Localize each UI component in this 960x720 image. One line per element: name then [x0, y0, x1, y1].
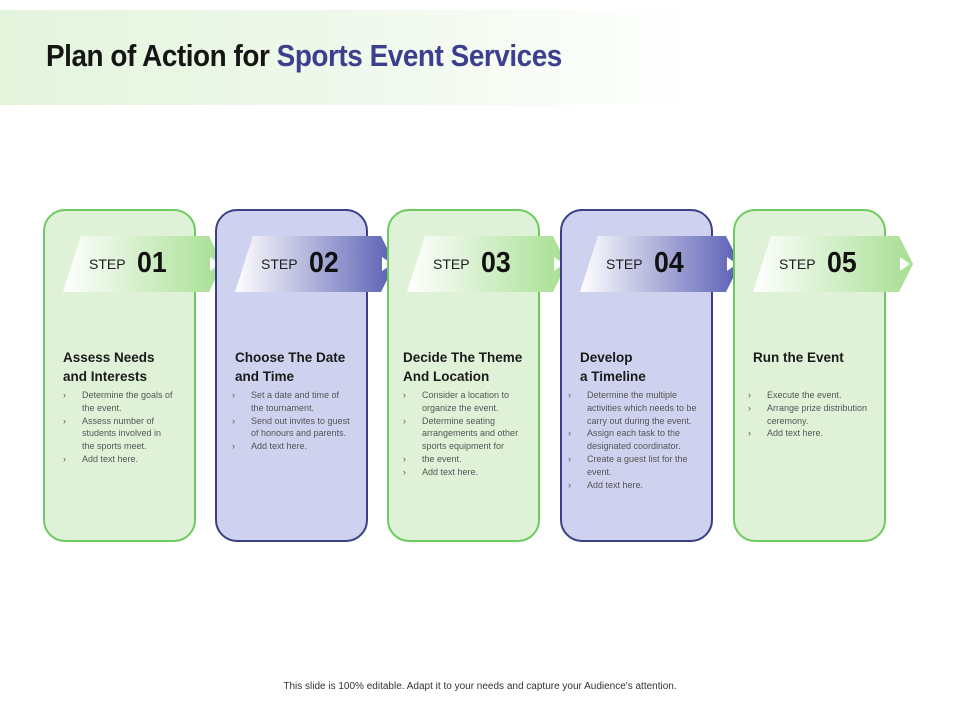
heading-line: Choose The Date	[235, 350, 346, 365]
banner-shape-4	[580, 236, 740, 292]
banner-shape-3	[407, 236, 567, 292]
heading-line: and Interests	[63, 369, 148, 384]
title-band	[0, 10, 700, 105]
page-title: Plan of Action for Sports Event Services	[46, 38, 562, 74]
step-label: STEP	[779, 256, 816, 272]
bullet-item: Determine the multiple activities which …	[568, 389, 708, 427]
arrow-icon	[900, 257, 910, 271]
heading-line: And Location	[403, 369, 490, 384]
bullet-item: Execute the event.	[748, 389, 873, 402]
arrow-icon	[727, 257, 737, 271]
step-number: 03	[481, 247, 511, 279]
arrow-icon	[554, 257, 564, 271]
step-banner-3: STEP 03	[407, 234, 569, 294]
bullet-item: Add text here.	[748, 427, 873, 440]
bullet-item: Arrange prize distribution ceremony.	[748, 402, 873, 428]
bullet-item: Send out invites to guest of honours and…	[232, 415, 350, 441]
step-banner-2: STEP 02	[235, 234, 397, 294]
bullet-item: the event.	[403, 453, 533, 466]
heading-line: Assess Needs	[63, 350, 155, 365]
step-number: 05	[827, 247, 857, 279]
heading-line: a Timeline	[580, 369, 646, 384]
step-bullets-5: Execute the event. Arrange prize distrib…	[748, 389, 873, 440]
heading-line: Run the Event	[753, 350, 844, 365]
step-bullets-4: Determine the multiple activities which …	[568, 389, 708, 491]
step-bullets-3: Consider a location to organize the even…	[403, 389, 533, 479]
banner-shape-5	[753, 236, 913, 292]
step-label: STEP	[261, 256, 298, 272]
step-banner-5: STEP 05	[753, 234, 915, 294]
bullet-item: Determine the goals of the event.	[63, 389, 173, 415]
heading-line: and Time	[235, 369, 295, 384]
step-heading-3: Decide The Theme And Location	[403, 348, 543, 386]
step-number: 01	[137, 247, 167, 279]
bullet-item: Create a guest list for the event.	[568, 453, 708, 479]
step-heading-5: Run the Event	[753, 348, 893, 367]
heading-line: Develop	[580, 350, 633, 365]
step-number: 04	[654, 247, 684, 279]
step-label: STEP	[606, 256, 643, 272]
step-banner-4: STEP 04	[580, 234, 742, 294]
bullet-item: Consider a location to organize the even…	[403, 389, 533, 415]
step-bullets-2: Set a date and time of the tournament. S…	[232, 389, 350, 453]
bullet-item: Set a date and time of the tournament.	[232, 389, 350, 415]
step-heading-2: Choose The Date and Time	[235, 348, 375, 386]
bullet-item: Assign each task to the designated coord…	[568, 427, 708, 453]
step-bullets-1: Determine the goals of the event. Assess…	[63, 389, 173, 466]
footer-note: This slide is 100% editable. Adapt it to…	[283, 681, 677, 692]
bullet-item: Add text here.	[232, 440, 350, 453]
step-banner-1: STEP 01	[63, 234, 225, 294]
bullet-item: Add text here.	[568, 479, 708, 492]
step-number: 02	[309, 247, 339, 279]
title-part-1: Plan of Action for	[46, 38, 270, 73]
step-heading-4: Develop a Timeline	[580, 348, 720, 386]
title-part-2: Sports Event Services	[276, 38, 563, 73]
bullet-item: Assess number of students involved in th…	[63, 415, 173, 453]
bullet-item: Add text here.	[63, 453, 173, 466]
step-label: STEP	[433, 256, 470, 272]
heading-line: Decide The Theme	[403, 350, 523, 365]
bullet-item: Determine seating arrangements and other…	[403, 415, 533, 453]
bullet-item: Add text here.	[403, 466, 533, 479]
step-label: STEP	[89, 256, 126, 272]
step-heading-1: Assess Needs and Interests	[63, 348, 203, 386]
